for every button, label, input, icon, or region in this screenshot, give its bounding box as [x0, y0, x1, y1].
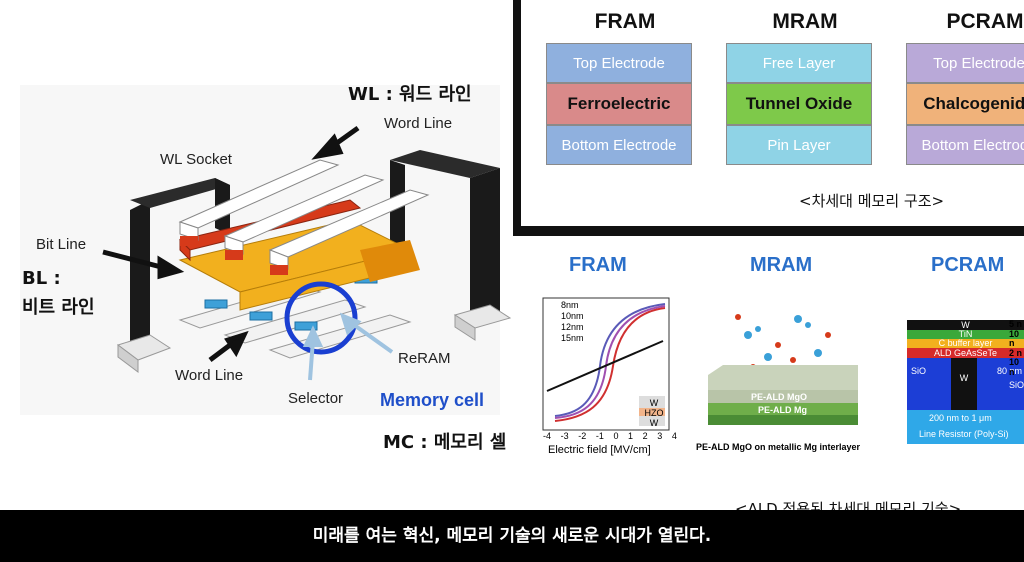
pcram-thickness: 10 n	[1009, 357, 1020, 377]
fram-middle-layer: Ferroelectric	[546, 83, 692, 125]
mram-bottom-layer: Pin Layer	[726, 125, 872, 165]
fram-x-tick: 2	[642, 431, 648, 441]
word-line-bottom-label: Word Line	[175, 367, 244, 384]
pcram-bottom-layer: Bottom Electrode	[906, 125, 1024, 165]
fram-hysteresis-plot	[542, 297, 670, 431]
fram-x-tick: 3	[657, 431, 663, 441]
pcram-ald-title: PCRAM	[931, 254, 1005, 276]
fram-legend-item: 12nm	[561, 322, 584, 332]
crossbar-figure: WL : 워드 라인 Word Line WL Socket Bit Line …	[0, 0, 515, 510]
fram-x-ticks: -4 -3 -2 -1 0 1 2 3 4	[543, 431, 677, 441]
memory-cell-label: Memory cell	[380, 390, 485, 410]
pcram-thickness-list: 5 n 10 n 2 n 10 n	[1009, 319, 1024, 377]
fram-legend-item: 10nm	[561, 311, 584, 321]
pcram-layer-tin: TiN	[907, 330, 1024, 339]
fram-legend: 8nm 10nm 12nm 15nm	[561, 300, 584, 344]
mram-caption: PE-ALD MgO on metallic Mg interlayer	[696, 442, 861, 452]
ald-panel: FRAM MRAM PCRAM 8nm 10nm 12nm 15nm W HZO…	[513, 240, 1024, 512]
fram-legend-item: 15nm	[561, 333, 584, 343]
pcram-thickness: 2 n	[1009, 347, 1023, 358]
pcram-stack: Top Electrode Chalcogenide Bottom Electr…	[906, 43, 1024, 165]
structure-panel: FRAM Top Electrode Ferroelectric Bottom …	[513, 0, 1024, 236]
mram-top-layer: Free Layer	[726, 43, 872, 83]
pcram-layer-c-buffer: C buffer layer	[907, 339, 1024, 348]
fram-stack-labels: W HZO W	[643, 398, 665, 428]
fram-structure-title: FRAM	[594, 10, 656, 33]
fram-x-tick: -4	[543, 431, 552, 441]
fram-x-tick: -3	[560, 431, 569, 441]
pcram-top-layer: Top Electrode	[906, 43, 1024, 83]
pcram-structure-title: PCRAM	[946, 10, 1024, 33]
pcram-sio2-block: SiO W 80 nm SiO	[907, 358, 1024, 410]
pcram-w-plug: W	[951, 358, 977, 410]
selector-label: Selector	[288, 390, 344, 407]
bit-line-label: Bit Line	[36, 236, 87, 253]
fram-stack-w-top: W	[649, 398, 659, 408]
fram-stack-hzo: HZO	[644, 408, 664, 418]
word-line-top-label: Word Line	[384, 115, 453, 132]
fram-x-tick: 0	[613, 431, 619, 441]
bl-korean-label-1: BL :	[22, 268, 61, 289]
subtitle-bar: 미래를 여는 혁신, 메모리 기술의 새로운 시대가 열린다.	[0, 510, 1024, 562]
pcram-resistor-label: Line Resistor (Poly-Si)	[919, 429, 1009, 439]
fram-legend-item: 8nm	[561, 300, 579, 310]
pcram-resistor-block: 200 nm to 1 μm Line Resistor (Poly-Si)	[907, 410, 1024, 444]
fram-ald-title: FRAM	[569, 254, 627, 276]
mram-illustration	[708, 314, 858, 425]
pcram-gap-label: 80 nm	[997, 366, 1023, 376]
bl-korean-label-2: 비트 라인	[22, 297, 95, 318]
crossbar-illustration	[20, 85, 512, 415]
fram-x-label: Electric field [MV/cm]	[548, 444, 651, 456]
wl-socket-label: WL Socket	[160, 151, 232, 168]
mram-layer-2: PE-ALD Mg	[758, 405, 807, 415]
ald-caption: <ALD 적용된 차세대 메모리 기술>	[735, 500, 962, 512]
mram-ald-title: MRAM	[750, 254, 813, 276]
pcram-layer-gst: ALD GeAsSeTe	[907, 348, 1024, 358]
mc-korean-label: MC : 메모리 셀	[383, 432, 507, 453]
fram-x-tick: -2	[578, 431, 587, 441]
pcram-thickness: 10 n	[1009, 328, 1020, 348]
pcram-layer-w: W	[907, 320, 1024, 330]
mram-layer-1: PE-ALD MgO	[751, 392, 807, 402]
wl-korean-label: WL : 워드 라인	[348, 84, 472, 105]
pcram-stack-diagram: W TiN C buffer layer ALD GeAsSeTe SiO W …	[907, 320, 1024, 444]
mram-structure-title: MRAM	[772, 10, 838, 33]
structure-panel-inner: FRAM Top Electrode Ferroelectric Bottom …	[521, 0, 1024, 226]
fram-x-tick: -1	[595, 431, 604, 441]
pcram-width-label: 200 nm to 1 μm	[929, 413, 992, 423]
pcram-sio2-right: SiO	[1009, 380, 1024, 390]
structure-caption: <차세대 메모리 구조>	[799, 192, 945, 210]
mram-middle-layer: Tunnel Oxide	[726, 83, 872, 125]
pcram-middle-layer: Chalcogenide	[906, 83, 1024, 125]
mram-stack: Free Layer Tunnel Oxide Pin Layer	[726, 43, 872, 165]
fram-bottom-layer: Bottom Electrode	[546, 125, 692, 165]
fram-stack-w-bottom: W	[649, 418, 659, 428]
fram-x-tick: 1	[628, 431, 634, 441]
fram-x-tick: 4	[671, 431, 677, 441]
pcram-sio2-left: SiO	[911, 366, 927, 376]
subtitle-text: 미래를 여는 혁신, 메모리 기술의 새로운 시대가 열린다.	[312, 526, 712, 546]
fram-top-layer: Top Electrode	[546, 43, 692, 83]
pcram-thickness: 5 n	[1009, 319, 1023, 329]
reram-label: ReRAM	[398, 350, 451, 367]
fram-stack: Top Electrode Ferroelectric Bottom Elect…	[546, 43, 692, 165]
